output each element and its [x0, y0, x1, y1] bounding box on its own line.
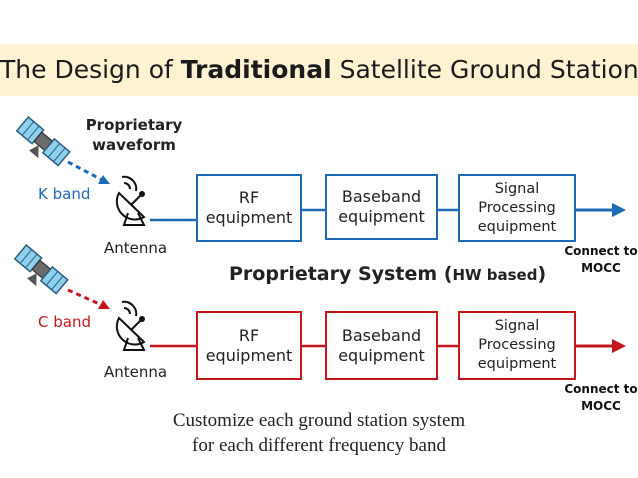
c-antenna-label: Antenna: [104, 363, 168, 381]
k-antenna-label: Antenna: [104, 239, 168, 257]
system-type-label: Proprietary System (HW based): [229, 263, 547, 285]
satellite-icon: [15, 116, 71, 167]
k-signal-beam: [67, 160, 105, 183]
title-banner: [0, 44, 638, 96]
k-band-label: K band: [38, 185, 91, 203]
c-output-arrowhead: [612, 339, 626, 353]
antenna-dish-icon: [115, 175, 146, 226]
page-title: The Design of Traditional Satellite Grou…: [0, 55, 638, 84]
k-output-arrowhead: [612, 203, 626, 217]
c-signal-beam: [67, 288, 105, 308]
footer-caption: Customize each ground station system for…: [172, 410, 466, 456]
c-band-label: C band: [38, 313, 91, 331]
k-beam-arrowhead: [98, 175, 110, 184]
waveform-label: Proprietary waveform: [85, 116, 183, 154]
satellite-icon: [13, 244, 69, 295]
antenna-dish-icon: [115, 300, 146, 351]
c-beam-arrowhead: [98, 300, 110, 309]
